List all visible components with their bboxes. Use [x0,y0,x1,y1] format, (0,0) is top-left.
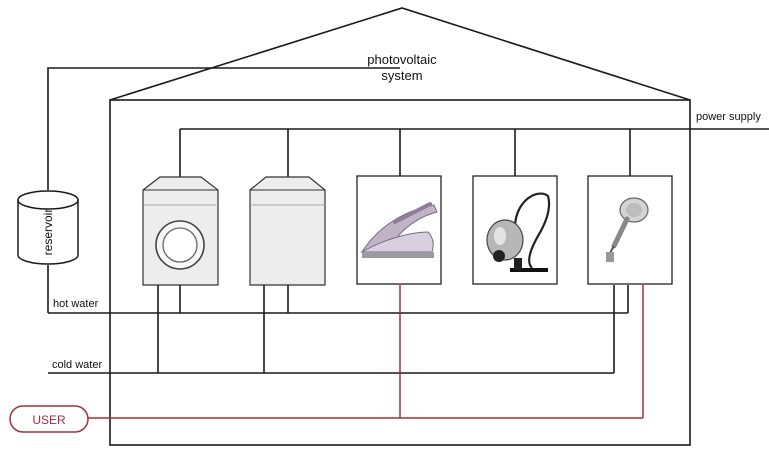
house-roof [109,7,691,101]
user-control-lines [88,285,644,419]
dryer-icon [249,176,326,286]
user-node [9,405,89,433]
cold-water-label: cold water [52,359,102,371]
reservoir-label: reservoir [41,209,55,256]
house-structure [47,7,769,446]
reservoir-icon [17,190,79,265]
house-outline [109,99,691,446]
vacuum-cleaner-icon [472,175,558,285]
user-label: USER [32,413,66,427]
iron-icon [356,175,442,285]
photovoltaic-label: photovoltaic [367,52,437,67]
photovoltaic-label-line2: system [381,68,422,83]
shower-icon [587,175,673,285]
power-supply-label: power supply [696,111,761,123]
washing-machine-icon [142,176,219,286]
hot-water-label: hot water [53,298,99,310]
pv-reservoir-line [47,67,400,190]
